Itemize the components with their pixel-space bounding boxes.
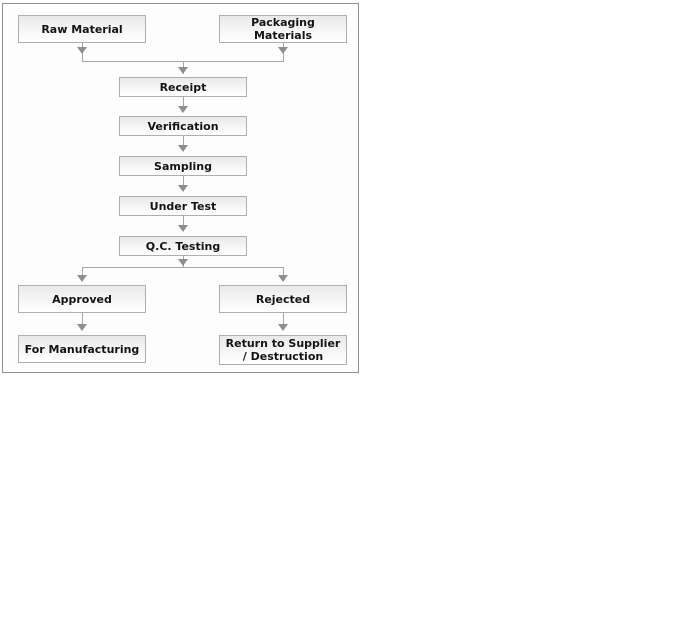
node-sampling: Sampling bbox=[119, 156, 247, 176]
arrow-down-icon bbox=[77, 47, 87, 54]
edge-split-to-approved-line bbox=[82, 267, 83, 281]
edge-receipt-to-verification-line bbox=[183, 97, 184, 109]
node-raw-material: Raw Material bbox=[18, 15, 146, 43]
node-qc-testing: Q.C. Testing bbox=[119, 236, 247, 256]
arrow-down-icon bbox=[178, 259, 188, 266]
node-receipt: Receipt bbox=[119, 77, 247, 97]
edge-verification-to-sampling-line bbox=[183, 136, 184, 148]
edge-sampling-to-under-test-line bbox=[183, 176, 184, 188]
arrow-down-icon bbox=[178, 225, 188, 232]
edge-under-test-to-qc-testing-line bbox=[183, 216, 184, 228]
node-rejected: Rejected bbox=[219, 285, 347, 313]
arrow-down-icon bbox=[178, 145, 188, 152]
node-packaging-materials: Packaging Materials bbox=[219, 15, 347, 43]
arrow-down-icon bbox=[77, 324, 87, 331]
arrow-down-icon bbox=[278, 324, 288, 331]
edge-split-to-rejected-line bbox=[283, 267, 284, 281]
arrow-down-icon bbox=[278, 47, 288, 54]
edge-rejected-to-return-line bbox=[283, 313, 284, 326]
arrow-down-icon bbox=[178, 67, 188, 74]
node-verification: Verification bbox=[119, 116, 247, 136]
flowchart-panel: Raw Material Packaging Materials Receipt… bbox=[2, 3, 359, 373]
arrow-down-icon bbox=[178, 185, 188, 192]
node-for-manufacturing: For Manufacturing bbox=[18, 335, 146, 363]
node-under-test: Under Test bbox=[119, 196, 247, 216]
node-return-to-supplier: Return to Supplier / Destruction bbox=[219, 335, 347, 365]
arrow-down-icon bbox=[77, 275, 87, 282]
arrow-down-icon bbox=[178, 106, 188, 113]
node-approved: Approved bbox=[18, 285, 146, 313]
arrow-down-icon bbox=[278, 275, 288, 282]
edge-approved-to-manufacturing-line bbox=[82, 313, 83, 326]
split-connector-line bbox=[82, 267, 284, 268]
